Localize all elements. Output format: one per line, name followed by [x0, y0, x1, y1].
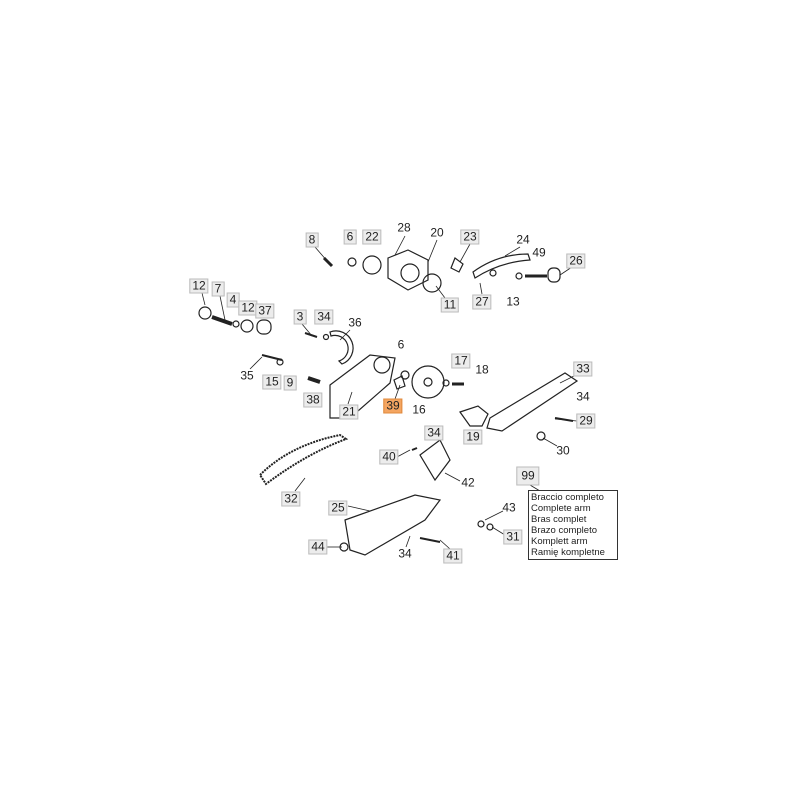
callout-31[interactable]: 31 — [503, 529, 523, 545]
callout-34b[interactable]: 34 — [576, 389, 590, 404]
callout-43[interactable]: 43 — [502, 500, 516, 515]
callout-36[interactable]: 36 — [348, 315, 362, 330]
callout-32[interactable]: 32 — [281, 491, 301, 507]
callout-20[interactable]: 20 — [430, 225, 444, 240]
callout-7[interactable]: 7 — [211, 281, 225, 297]
callout-40[interactable]: 40 — [379, 449, 399, 465]
callout-30[interactable]: 30 — [556, 443, 570, 458]
callout-49[interactable]: 49 — [532, 245, 546, 260]
callout-11[interactable]: 11 — [440, 297, 460, 313]
callout-22[interactable]: 22 — [362, 229, 382, 245]
callout-99[interactable]: 99 — [516, 466, 540, 486]
callout-34[interactable]: 34 — [314, 309, 334, 325]
callout-33[interactable]: 33 — [573, 361, 593, 377]
callout-29[interactable]: 29 — [576, 413, 596, 429]
legend-pl: Ramię kompletne — [531, 547, 605, 558]
callout-35[interactable]: 35 — [240, 368, 254, 383]
callout-23[interactable]: 23 — [460, 229, 480, 245]
callout-13[interactable]: 13 — [506, 294, 520, 309]
callout-18[interactable]: 18 — [475, 362, 489, 377]
legend-it: Braccio completo — [531, 492, 604, 503]
callout-6b[interactable]: 6 — [397, 337, 405, 352]
callout-15[interactable]: 15 — [262, 374, 282, 390]
complete-arm-legend: Braccio completo Complete arm Bras compl… — [528, 490, 618, 560]
callout-28[interactable]: 28 — [397, 220, 411, 235]
callout-21[interactable]: 21 — [339, 404, 359, 420]
callout-8[interactable]: 8 — [305, 232, 319, 248]
callout-17[interactable]: 17 — [451, 353, 471, 369]
callout-6[interactable]: 6 — [343, 229, 357, 245]
callout-26[interactable]: 26 — [566, 253, 586, 269]
callout-12b[interactable]: 12 — [238, 300, 258, 316]
callout-39-highlighted[interactable]: 39 — [383, 398, 403, 414]
callout-34d[interactable]: 34 — [398, 546, 412, 561]
legend-sv: Komplett arm — [531, 536, 588, 547]
callout-9[interactable]: 9 — [283, 375, 297, 391]
callout-3[interactable]: 3 — [293, 309, 307, 325]
callout-41[interactable]: 41 — [443, 548, 463, 564]
legend-es: Brazo completo — [531, 525, 598, 536]
callout-25[interactable]: 25 — [328, 500, 348, 516]
callout-34c[interactable]: 34 — [424, 425, 444, 441]
callout-16[interactable]: 16 — [412, 402, 426, 417]
callout-12[interactable]: 12 — [189, 278, 209, 294]
legend-en: Complete arm — [531, 503, 591, 514]
callout-24[interactable]: 24 — [516, 232, 530, 247]
leader-lines — [201, 235, 579, 550]
callout-38[interactable]: 38 — [303, 392, 323, 408]
callout-4[interactable]: 4 — [226, 292, 240, 308]
legend-fr: Bras complet — [531, 514, 587, 525]
callout-27[interactable]: 27 — [472, 294, 492, 310]
callout-37[interactable]: 37 — [255, 303, 275, 319]
callout-42[interactable]: 42 — [461, 475, 475, 490]
callout-44[interactable]: 44 — [308, 539, 328, 555]
parts — [198, 249, 579, 556]
callout-19[interactable]: 19 — [463, 429, 483, 445]
